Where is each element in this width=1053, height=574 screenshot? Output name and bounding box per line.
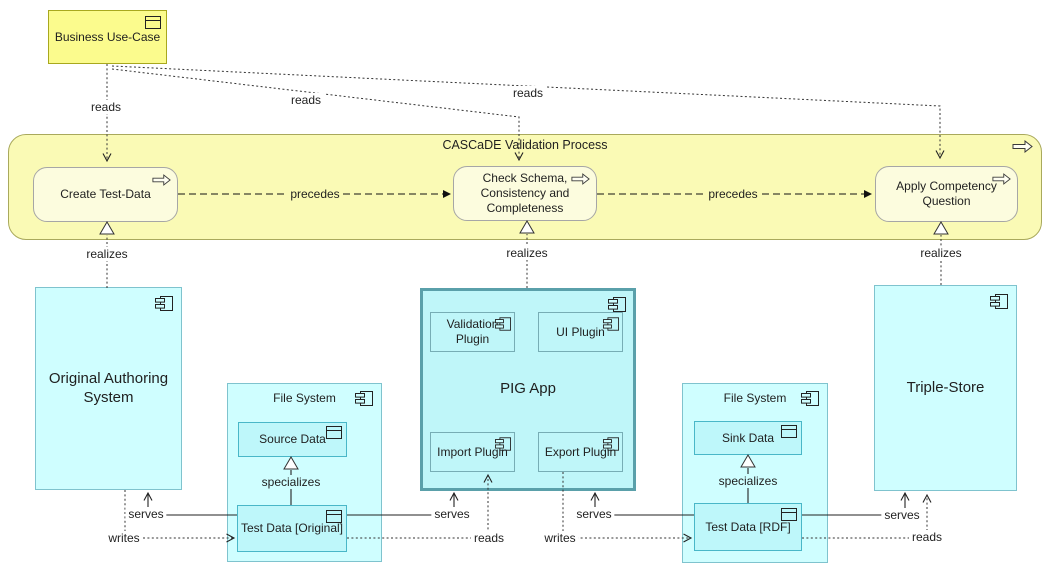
process-arrow-icon bbox=[992, 173, 1011, 185]
node-label: Triple-Store bbox=[906, 378, 985, 396]
relation-label-reads: reads bbox=[470, 531, 508, 545]
node-test-data-original[interactable]: Test Data [Original] bbox=[237, 505, 347, 552]
process-arrow-icon bbox=[571, 173, 590, 185]
node-label: Check Schema, Consistency and Completene… bbox=[480, 171, 570, 215]
node-triple-store[interactable]: Triple-Store bbox=[874, 285, 1017, 491]
data-object-icon bbox=[781, 508, 797, 521]
node-apply-competency-question[interactable]: Apply Competency Question bbox=[875, 166, 1018, 222]
node-original-authoring-system[interactable]: Original Authoring System bbox=[35, 287, 182, 490]
node-file-system-right[interactable]: File System Sink Data Test Data [RDF] bbox=[682, 383, 828, 563]
node-file-system-left[interactable]: File System Source Data Test Data [Origi… bbox=[227, 383, 382, 562]
relation-label-specializes: specializes bbox=[715, 474, 781, 488]
component-icon bbox=[608, 297, 626, 312]
business-object-icon bbox=[145, 16, 161, 29]
relation-label-precedes: precedes bbox=[287, 187, 343, 201]
node-import-plugin[interactable]: Import Plugin bbox=[430, 432, 515, 472]
node-label: Create Test-Data bbox=[60, 187, 151, 201]
component-icon bbox=[155, 296, 173, 311]
node-label: Import Plugin bbox=[437, 444, 508, 459]
process-arrow-icon bbox=[1012, 140, 1033, 153]
relation-label-reads: reads bbox=[87, 100, 125, 114]
node-label: Test Data [RDF] bbox=[705, 519, 791, 534]
relation-label-reads: reads bbox=[509, 86, 547, 100]
relation-label-realizes: realizes bbox=[917, 246, 965, 260]
node-label: Business Use-Case bbox=[54, 29, 161, 44]
data-object-icon bbox=[326, 510, 342, 523]
node-validation-plugin[interactable]: Validation Plugin bbox=[430, 312, 515, 352]
relation-label-precedes: precedes bbox=[705, 187, 761, 201]
relation-label-serves: serves bbox=[125, 507, 167, 521]
node-source-data[interactable]: Source Data bbox=[238, 422, 347, 457]
node-check-schema[interactable]: Check Schema, Consistency and Completene… bbox=[453, 166, 597, 221]
node-label: File System bbox=[723, 391, 787, 405]
node-pig-app[interactable]: PIG App Validation Plugin UI Plugin Impo… bbox=[420, 288, 636, 491]
node-label: Source Data bbox=[259, 432, 326, 446]
node-create-test-data[interactable]: Create Test-Data bbox=[33, 167, 178, 222]
node-business-use-case[interactable]: Business Use-Case bbox=[48, 10, 167, 64]
relation-label-writes: writes bbox=[541, 531, 579, 545]
relation-label-serves: serves bbox=[431, 507, 473, 521]
relation-label-reads: reads bbox=[287, 93, 325, 107]
relation-label-reads: reads bbox=[908, 530, 946, 544]
node-label: Sink Data bbox=[721, 430, 775, 445]
relation-label-serves: serves bbox=[573, 507, 615, 521]
node-label: File System bbox=[273, 391, 336, 405]
component-icon bbox=[603, 437, 619, 451]
node-ui-plugin[interactable]: UI Plugin bbox=[538, 312, 623, 352]
relation-label-realizes: realizes bbox=[503, 246, 551, 260]
node-test-data-rdf[interactable]: Test Data [RDF] bbox=[694, 503, 802, 551]
node-label: Validation Plugin bbox=[446, 317, 499, 346]
node-label: Original Authoring System bbox=[48, 369, 169, 406]
relation-label-serves: serves bbox=[881, 508, 923, 522]
node-label: Apply Competency Question bbox=[896, 179, 997, 208]
relation-label-writes: writes bbox=[105, 531, 143, 545]
relation-label-realizes: realizes bbox=[83, 247, 131, 261]
component-icon bbox=[801, 391, 819, 406]
group-title: CASCaDE Validation Process bbox=[442, 138, 608, 152]
component-icon bbox=[603, 317, 619, 331]
component-icon bbox=[495, 317, 511, 331]
node-label: Export Plugin bbox=[544, 444, 617, 459]
node-label: Test Data [Original] bbox=[240, 521, 344, 535]
process-arrow-icon bbox=[152, 174, 171, 186]
component-icon bbox=[495, 437, 511, 451]
node-label: UI Plugin bbox=[556, 324, 605, 339]
node-label: PIG App bbox=[500, 380, 556, 398]
node-sink-data[interactable]: Sink Data bbox=[694, 421, 802, 455]
data-object-icon bbox=[781, 425, 797, 438]
component-icon bbox=[355, 391, 373, 406]
relation-label-specializes: specializes bbox=[258, 475, 324, 489]
data-object-icon bbox=[326, 426, 342, 439]
component-icon bbox=[990, 294, 1008, 309]
node-export-plugin[interactable]: Export Plugin bbox=[538, 432, 623, 472]
